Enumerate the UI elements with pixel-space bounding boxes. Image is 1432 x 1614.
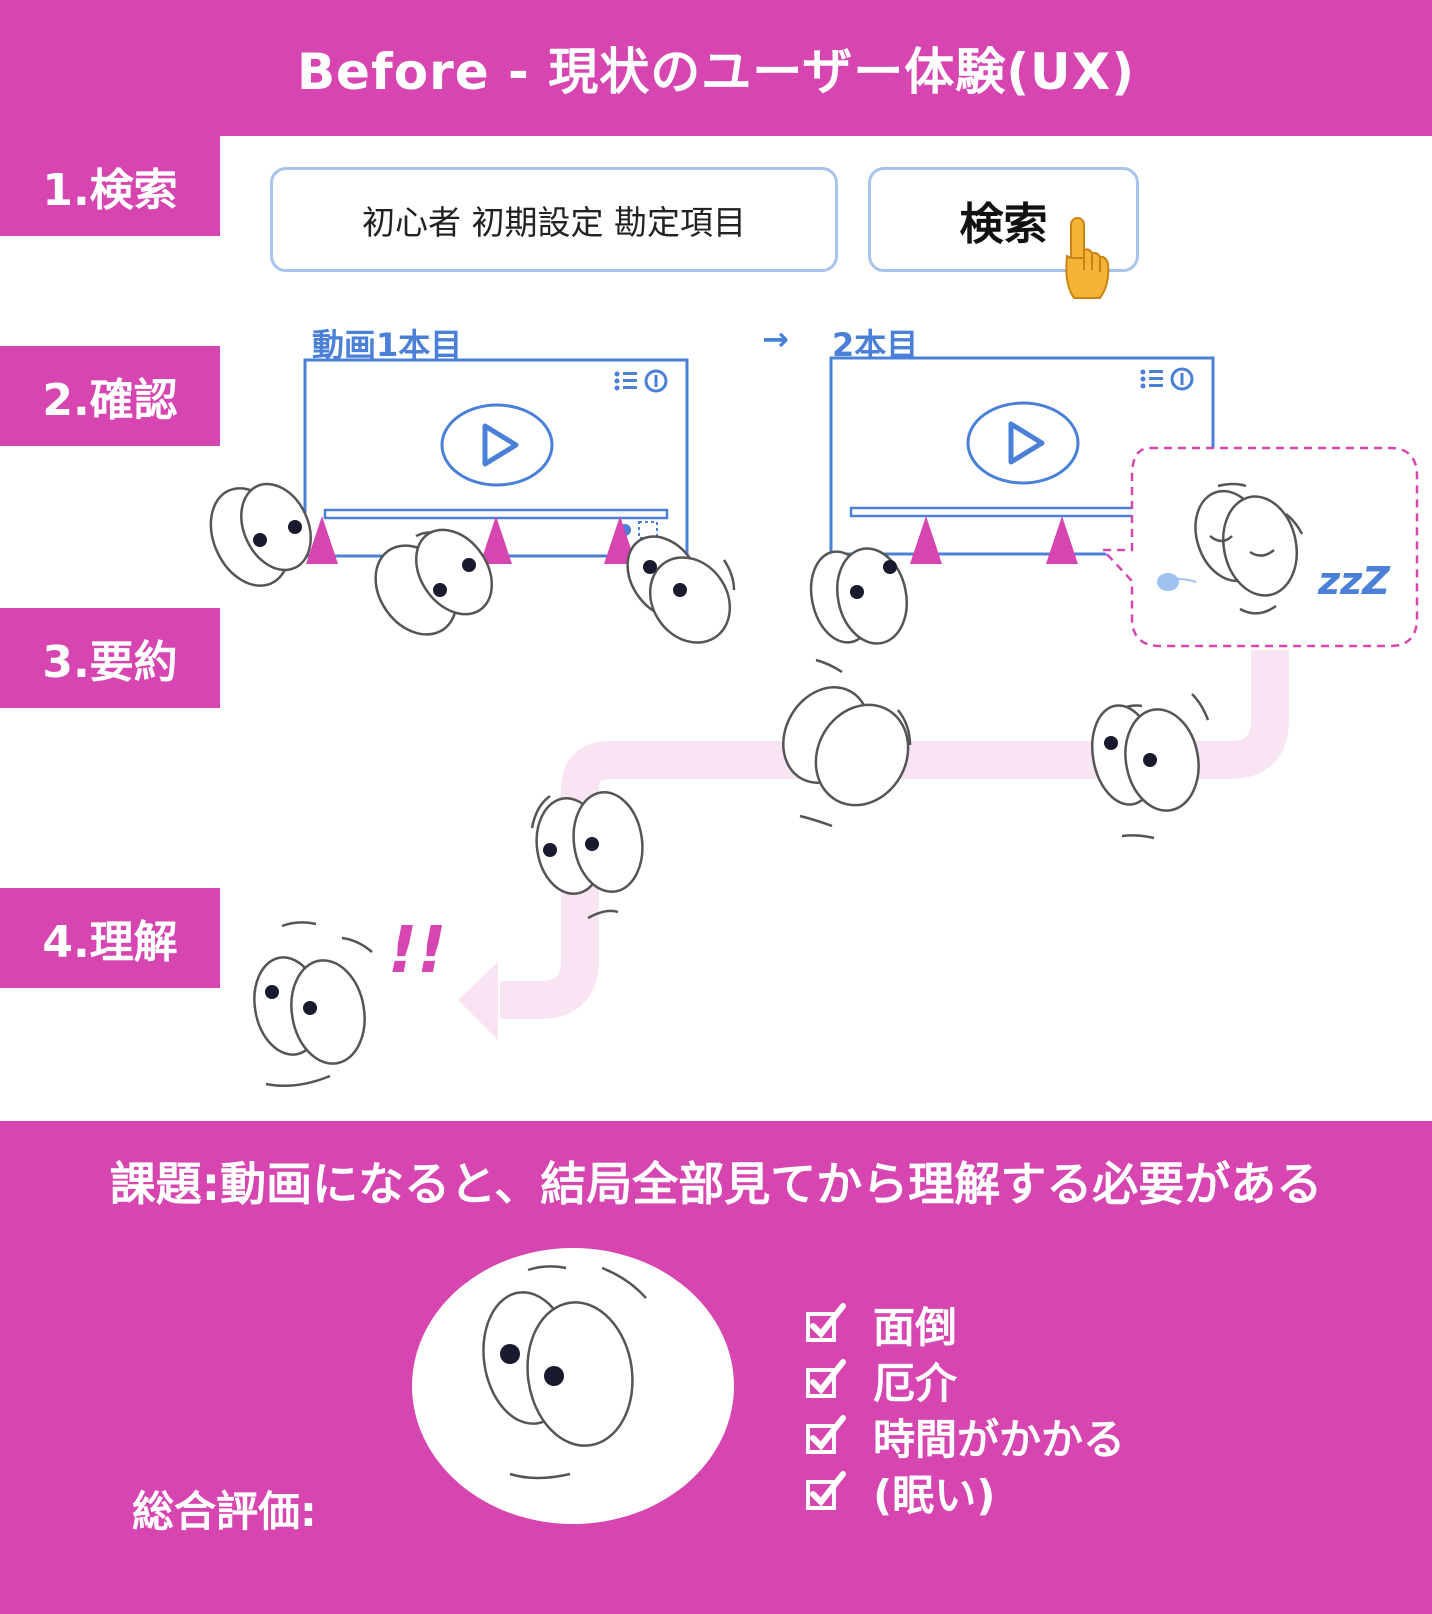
timeline-marker [910, 516, 942, 564]
journey-path [458, 650, 1289, 1040]
page-title: Before - 現状のユーザー体験(UX) [0, 0, 1432, 136]
face-icon [209, 482, 312, 587]
info-icon [1170, 367, 1194, 391]
face-icon [782, 658, 912, 828]
checkbox-checked-icon [806, 1359, 846, 1398]
timeline-marker [306, 516, 338, 564]
step-label-search: 1.検索 [0, 136, 220, 236]
search-input[interactable]: 初心者 初期設定 勘定項目 [270, 167, 838, 272]
checklist-item: 厄介 [805, 1352, 1125, 1408]
checkbox-checked-icon [806, 1415, 846, 1454]
path-arrowhead [458, 962, 498, 1040]
checkbox-checked-icon [806, 1471, 846, 1510]
face-icon [253, 921, 373, 1088]
play-button[interactable] [440, 403, 554, 487]
face-icon [374, 528, 494, 636]
timeline-marker [604, 516, 636, 564]
checklist-item: (眠い) [805, 1464, 1125, 1520]
checklist-item: 面倒 [805, 1296, 1125, 1352]
step-label-summarize: 3.要約 [0, 608, 220, 708]
exclamation-text: !! [388, 914, 446, 988]
checklist-item: 時間がかかる [805, 1408, 1125, 1464]
checklist-item-label: 面倒 [873, 1302, 958, 1352]
play-icon [482, 423, 519, 467]
checklist-item-label: 厄介 [873, 1358, 958, 1408]
face-icon [530, 791, 644, 920]
step-label-understand: 4.理解 [0, 888, 220, 988]
search-button-label: 検索 [959, 198, 1048, 250]
sleeping-face-icon [1194, 482, 1304, 615]
face-icon [1091, 693, 1210, 840]
drool-bubble-icon [1157, 573, 1179, 591]
sleep-thought-bubble: zzZ [1100, 446, 1419, 648]
checkbox-checked-icon [806, 1303, 846, 1342]
problem-statement: 課題:動画になると、結局全部見てから理解する必要がある [109, 1157, 1323, 1211]
confused-face-icon [482, 1265, 647, 1480]
step-label-confirm: 2.確認 [0, 346, 220, 446]
face-icon [626, 535, 736, 644]
checklist-item-label: (眠い) [873, 1470, 996, 1520]
zzz-text: zzZ [1317, 559, 1391, 603]
evaluation-face [412, 1248, 734, 1524]
timeline-marker [480, 516, 512, 564]
play-icon [1008, 421, 1045, 465]
list-icon [614, 371, 637, 391]
pointing-hand-icon [1065, 217, 1110, 299]
face-illustrations: !! [209, 482, 1210, 1088]
checklist-item-label: 時間がかかる [873, 1414, 1126, 1464]
timeline-marker [1046, 516, 1078, 564]
list-icon [1140, 369, 1163, 389]
timeline-markers [306, 516, 1078, 564]
play-button[interactable] [966, 401, 1080, 485]
first-video-label: 動画1本目 [312, 326, 463, 364]
info-icon [644, 369, 668, 393]
evaluation-checklist: 面倒 厄介 時間がかかる (眠い) [805, 1296, 1125, 1520]
face-icon [809, 547, 908, 645]
overall-evaluation-label: 総合評価: [132, 1487, 317, 1536]
arrow-right-icon: → [762, 320, 789, 358]
